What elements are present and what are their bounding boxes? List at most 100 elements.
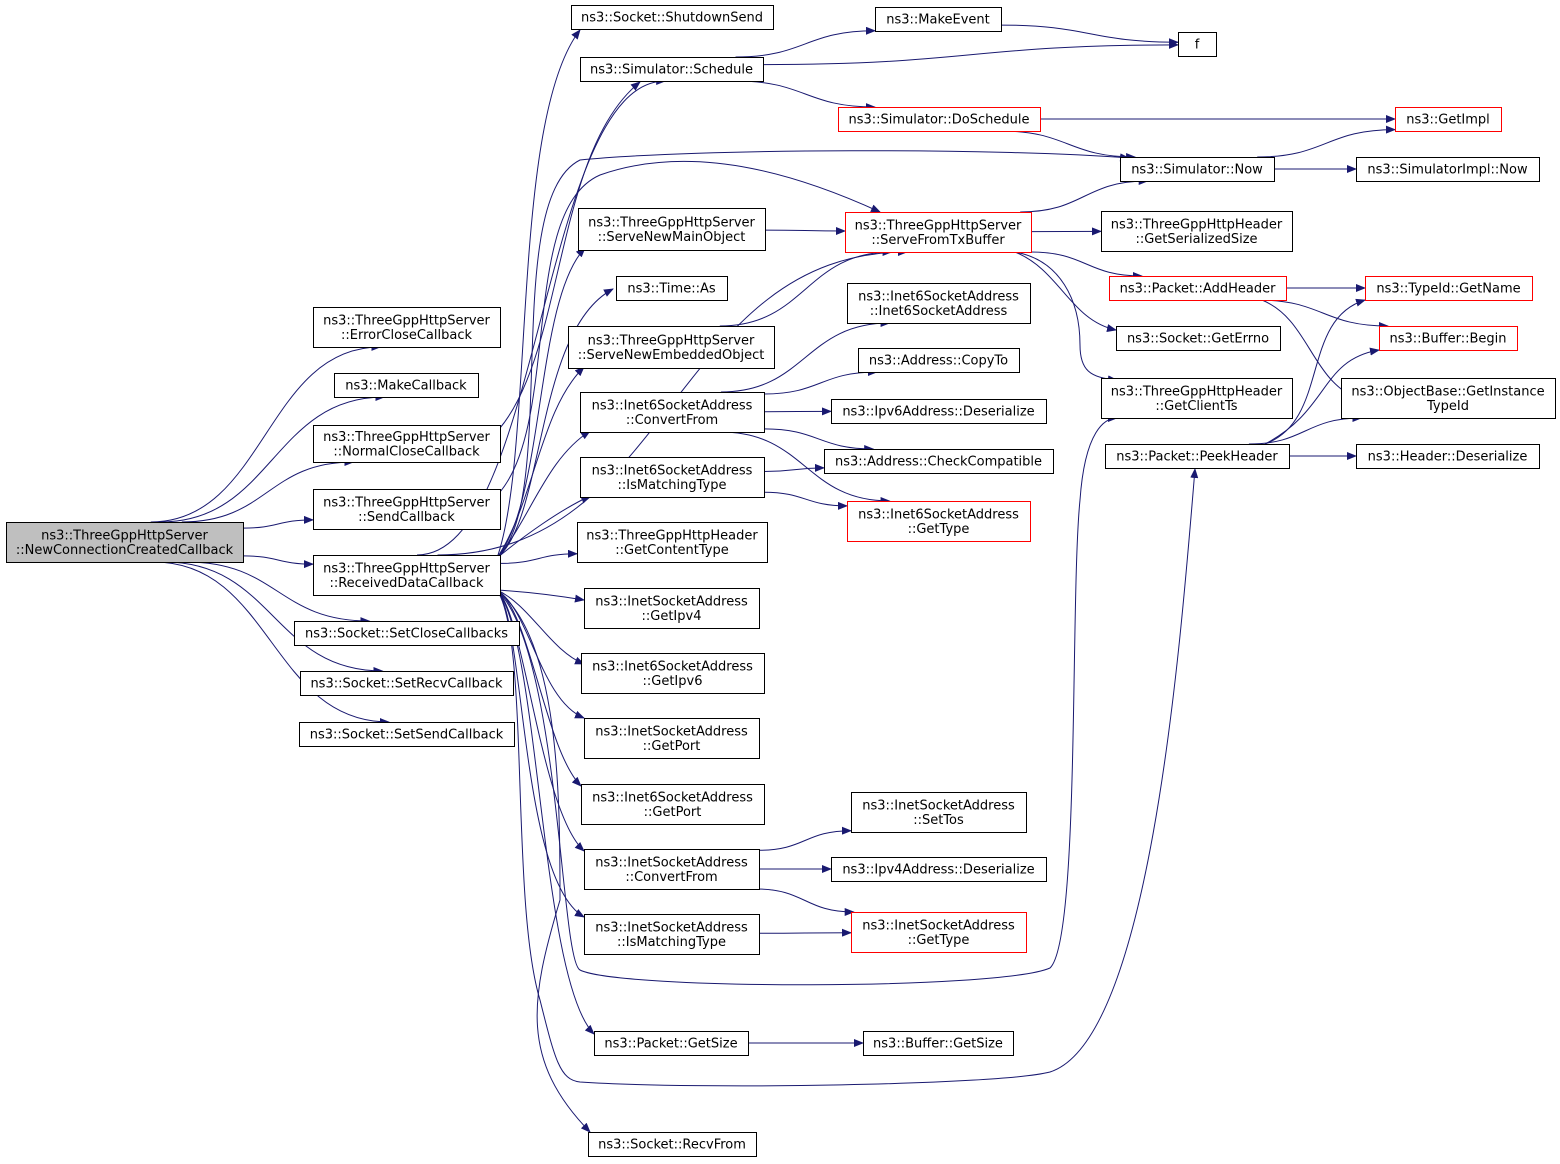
edge-recvdata-to-i4port bbox=[496, 589, 585, 719]
node-implnow[interactable]: ns3::SimulatorImpl::Now bbox=[1356, 157, 1540, 182]
node-schedule[interactable]: ns3::Simulator::Schedule bbox=[580, 57, 764, 82]
edge-root-to-normclose bbox=[181, 458, 355, 523]
node-box bbox=[824, 449, 1054, 474]
edge-recvdata-to-i4match bbox=[496, 589, 585, 918]
node-ip6deser[interactable]: ns3::Ipv6Address::Deserialize bbox=[831, 399, 1047, 424]
node-box bbox=[6, 522, 244, 563]
node-label: ns3::Inet6SocketAddress bbox=[592, 398, 753, 413]
node-label: ::GetPort bbox=[643, 739, 701, 754]
edge-recvdata-to-pktsize bbox=[496, 589, 595, 1035]
node-timeas[interactable]: ns3::Time::As bbox=[616, 276, 728, 301]
node-label: ::GetContentType bbox=[615, 543, 729, 558]
node-i6port[interactable]: ns3::Inet6SocketAddress::GetPort bbox=[581, 784, 765, 825]
node-setrecv[interactable]: ns3::Socket::SetRecvCallback bbox=[300, 671, 514, 696]
node-i6ctor[interactable]: ns3::Inet6SocketAddress::Inet6SocketAddr… bbox=[847, 283, 1031, 324]
node-typename[interactable]: ns3::TypeId::GetName bbox=[1365, 276, 1533, 301]
edge-root-to-sendcb bbox=[242, 515, 314, 529]
edge-normclose-to-schedule bbox=[499, 81, 641, 429]
node-bufbegin[interactable]: ns3::Buffer::Begin bbox=[1379, 326, 1518, 351]
edge-root-to-setclose bbox=[186, 561, 371, 625]
node-label: ns3::ThreeGppHttpServer bbox=[588, 333, 755, 348]
node-recvdata[interactable]: ns3::ThreeGppHttpServer::ReceivedDataCal… bbox=[313, 555, 501, 596]
node-geterrno[interactable]: ns3::Socket::GetErrno bbox=[1116, 326, 1281, 351]
node-label: ns3::SimulatorImpl::Now bbox=[1367, 163, 1528, 178]
node-i6gettype[interactable]: ns3::Inet6SocketAddress::GetType bbox=[847, 501, 1031, 542]
node-box bbox=[568, 326, 775, 369]
node-i4ipv4[interactable]: ns3::InetSocketAddress::GetIpv4 bbox=[584, 588, 760, 629]
node-i4settos[interactable]: ns3::InetSocketAddress::SetTos bbox=[851, 792, 1027, 833]
node-pktsize[interactable]: ns3::Packet::GetSize bbox=[594, 1031, 749, 1056]
edge-recvdata-to-i6port bbox=[496, 589, 582, 787]
node-addrcopy[interactable]: ns3::Address::CopyTo bbox=[858, 348, 1020, 373]
node-box bbox=[584, 849, 760, 890]
node-shutdown[interactable]: ns3::Socket::ShutdownSend bbox=[571, 5, 774, 30]
node-label: ns3::ThreeGppHttpHeader bbox=[1111, 217, 1283, 232]
node-box bbox=[581, 653, 765, 694]
node-simnow[interactable]: ns3::Simulator::Now bbox=[1120, 157, 1275, 182]
node-i6conv[interactable]: ns3::Inet6SocketAddress::ConvertFrom bbox=[580, 392, 765, 433]
node-label: ::ConvertFrom bbox=[626, 413, 718, 428]
edge-recvdata-to-i4ipv4 bbox=[496, 589, 585, 603]
node-i4port[interactable]: ns3::InetSocketAddress::GetPort bbox=[584, 718, 760, 759]
node-i6ipv6[interactable]: ns3::Inet6SocketAddress::GetIpv6 bbox=[581, 653, 765, 694]
node-box bbox=[1379, 326, 1518, 351]
node-serveemb[interactable]: ns3::ThreeGppHttpServer::ServeNewEmbedde… bbox=[568, 326, 775, 369]
node-ip4deser[interactable]: ns3::Ipv4Address::Deserialize bbox=[831, 857, 1047, 882]
edge-makeevent-to-f bbox=[1000, 24, 1179, 47]
node-addheader[interactable]: ns3::Packet::AddHeader bbox=[1109, 276, 1287, 301]
node-label: ::Inet6SocketAddress bbox=[870, 304, 1008, 319]
node-label: ns3::InetSocketAddress bbox=[595, 855, 748, 870]
node-makeevent[interactable]: ns3::MakeEvent bbox=[875, 7, 1002, 32]
node-setclose[interactable]: ns3::Socket::SetCloseCallbacks bbox=[294, 621, 520, 646]
node-label: ns3::InetSocketAddress bbox=[595, 920, 748, 935]
node-i4gettype[interactable]: ns3::InetSocketAddress::GetType bbox=[851, 912, 1027, 953]
node-clientts[interactable]: ns3::ThreeGppHttpHeader::GetClientTs bbox=[1101, 378, 1293, 419]
node-i6match[interactable]: ns3::Inet6SocketAddress::IsMatchingType bbox=[580, 457, 765, 498]
node-label: ns3::Ipv6Address::Deserialize bbox=[842, 405, 1034, 420]
node-label: ns3::ThreeGppHttpServer bbox=[323, 430, 490, 445]
node-errclose[interactable]: ns3::ThreeGppHttpServer::ErrorCloseCallb… bbox=[313, 307, 501, 348]
edge-peekheader-to-objtypeid bbox=[1248, 414, 1363, 445]
node-hdrdeser[interactable]: ns3::Header::Deserialize bbox=[1356, 444, 1540, 469]
edge-recvdata-to-clientts bbox=[496, 414, 1118, 986]
node-sendcb[interactable]: ns3::ThreeGppHttpServer::SendCallback bbox=[313, 489, 501, 530]
node-box bbox=[313, 555, 501, 596]
node-box bbox=[1116, 326, 1281, 351]
node-hdrser[interactable]: ns3::ThreeGppHttpHeader::GetSerializedSi… bbox=[1101, 211, 1293, 252]
node-box bbox=[313, 425, 501, 463]
node-label: ::IsMatchingType bbox=[617, 935, 726, 950]
node-getimpl[interactable]: ns3::GetImpl bbox=[1395, 107, 1502, 132]
node-recvfrom[interactable]: ns3::Socket::RecvFrom bbox=[588, 1132, 757, 1157]
node-label: ns3::ThreeGppHttpServer bbox=[855, 218, 1022, 233]
node-label: ns3::Socket::SetCloseCallbacks bbox=[305, 627, 508, 642]
node-bufsize[interactable]: ns3::Buffer::GetSize bbox=[863, 1031, 1014, 1056]
node-i4conv[interactable]: ns3::InetSocketAddress::ConvertFrom bbox=[584, 849, 760, 890]
node-box bbox=[863, 1031, 1014, 1056]
node-box bbox=[1365, 276, 1533, 301]
node-label: ::SetTos bbox=[913, 813, 964, 828]
node-hdrctype[interactable]: ns3::ThreeGppHttpHeader::GetContentType bbox=[577, 522, 768, 563]
node-box bbox=[1101, 211, 1293, 252]
node-doschedule[interactable]: ns3::Simulator::DoSchedule bbox=[838, 107, 1041, 132]
node-label: ns3::Inet6SocketAddress bbox=[592, 463, 753, 478]
node-servetx[interactable]: ns3::ThreeGppHttpServer::ServeFromTxBuff… bbox=[845, 212, 1032, 253]
node-addrcompat[interactable]: ns3::Address::CheckCompatible bbox=[824, 449, 1054, 474]
node-label: ::GetSerializedSize bbox=[1135, 232, 1257, 247]
node-f[interactable]: f bbox=[1178, 32, 1217, 57]
node-setsend[interactable]: ns3::Socket::SetSendCallback bbox=[299, 722, 515, 747]
node-box bbox=[851, 792, 1027, 833]
node-label: ns3::Socket::SetSendCallback bbox=[310, 728, 504, 743]
node-normclose[interactable]: ns3::ThreeGppHttpServer::NormalCloseCall… bbox=[313, 425, 501, 463]
node-root[interactable]: ns3::ThreeGppHttpServer::NewConnectionCr… bbox=[6, 522, 244, 563]
node-peekheader[interactable]: ns3::Packet::PeekHeader bbox=[1105, 444, 1290, 469]
edge-i6conv-to-i6ctor bbox=[720, 319, 891, 393]
node-servemain[interactable]: ns3::ThreeGppHttpServer::ServeNewMainObj… bbox=[578, 208, 766, 251]
node-makecb[interactable]: ns3::MakeCallback bbox=[334, 373, 479, 398]
node-box bbox=[584, 718, 760, 759]
node-label: ns3::Address::CopyTo bbox=[869, 354, 1008, 369]
node-label: ns3::Simulator::Now bbox=[1131, 163, 1263, 178]
node-i4match[interactable]: ns3::InetSocketAddress::IsMatchingType bbox=[584, 914, 760, 955]
node-label: ns3::ThreeGppHttpHeader bbox=[1111, 384, 1283, 399]
node-box bbox=[831, 399, 1047, 424]
